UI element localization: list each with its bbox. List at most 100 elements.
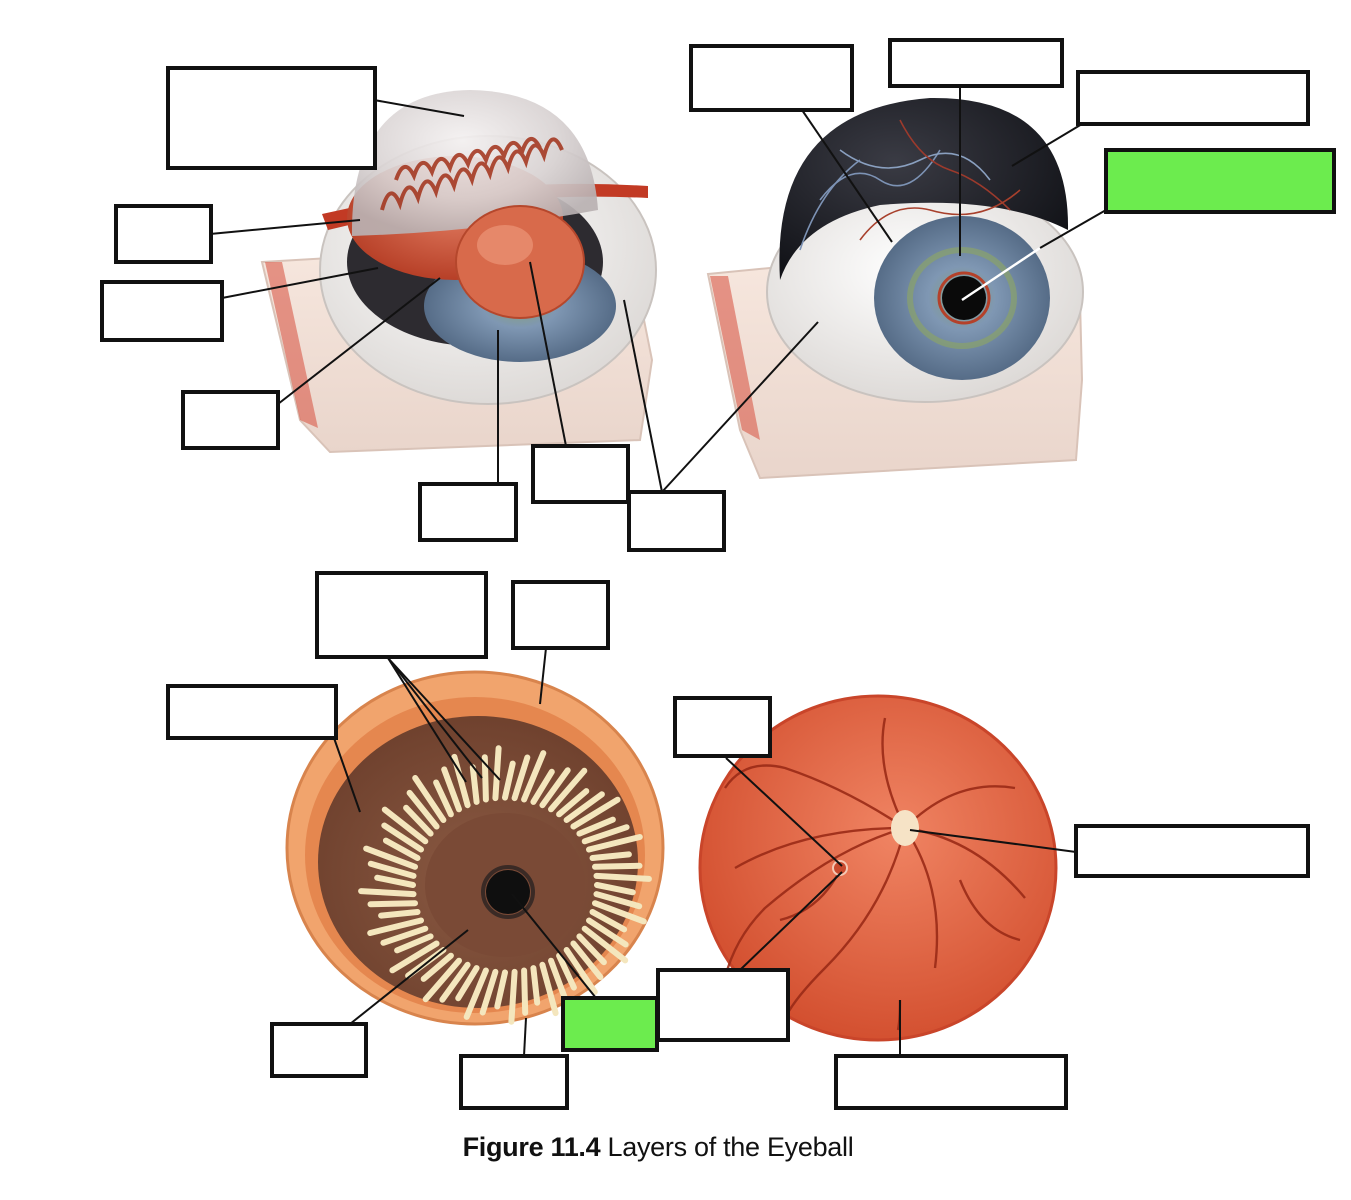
ciliary-process (494, 969, 508, 1010)
sectioned-eyeball-model (260, 90, 657, 454)
ciliary-process (576, 816, 616, 837)
ciliary-process (367, 900, 418, 908)
ciliary-process (592, 862, 643, 870)
label-box-b1[interactable] (689, 44, 854, 112)
dark-eyeball-globe (779, 97, 1069, 281)
label-box-a6[interactable] (531, 444, 630, 504)
iris-ring (907, 247, 1017, 349)
ciliary-process (367, 917, 424, 936)
ciliary-process (439, 961, 471, 1003)
ciliary-process (363, 845, 418, 870)
ciliary-process (576, 933, 607, 966)
ciliary-process (382, 837, 421, 861)
ciliary-process (581, 824, 630, 845)
ciliary-process (367, 860, 417, 879)
ciliary-process (463, 967, 489, 1020)
ciliary-process (593, 891, 643, 910)
pupil-back-rim (481, 865, 535, 919)
ciliary-process (433, 779, 454, 818)
ciliary-process (581, 925, 629, 964)
label-box-c4[interactable] (270, 1022, 368, 1078)
label-box-a5[interactable] (418, 482, 518, 542)
ciliary-process (374, 874, 416, 888)
vitreous-dome (351, 90, 598, 236)
ciliary-process (381, 822, 424, 853)
ciliary-process (451, 753, 471, 809)
label-box-a7[interactable] (627, 490, 726, 552)
label-box-a3[interactable] (100, 280, 224, 342)
ciliary-process (593, 872, 652, 882)
ciliary-process (556, 952, 577, 991)
label-box-c5[interactable] (459, 1054, 569, 1110)
label-box-b3[interactable] (1076, 70, 1310, 126)
ciliary-process (521, 750, 547, 803)
ciliary-process (539, 767, 571, 809)
label-box-c2[interactable] (511, 580, 610, 650)
ciliary-process (378, 909, 421, 919)
ciliary-process (441, 766, 462, 813)
label-box-a2[interactable] (114, 204, 213, 264)
ciliary-process (570, 796, 621, 830)
figure-caption: Figure 11.4 Layers of the Eyeball (0, 1132, 1316, 1163)
ciliary-folds (380, 137, 564, 211)
label-box-b4[interactable] (1104, 148, 1336, 214)
label-box-c3[interactable] (166, 684, 338, 740)
label-box-b2[interactable] (888, 38, 1064, 88)
ciliary-processes (358, 745, 652, 1025)
ciliary-process (563, 947, 598, 995)
leader-lines (209, 86, 1107, 1057)
figure-title: Layers of the Eyeball (607, 1132, 854, 1162)
ciliary-process (381, 806, 429, 845)
ciliary-process (422, 957, 462, 1003)
ciliary-process (530, 965, 541, 1006)
lens-highlight (477, 225, 533, 265)
ciliary-process (592, 900, 647, 925)
ciliary-process (420, 952, 454, 982)
ciliary-process (380, 925, 429, 946)
ciliary-process (403, 804, 434, 837)
ciliary-process (548, 957, 569, 1004)
label-box-d1[interactable] (673, 696, 772, 758)
optic-disc (891, 810, 919, 846)
ciliary-process (511, 754, 531, 802)
label-box-d2[interactable] (656, 968, 790, 1042)
ciliary-process (508, 968, 518, 1025)
external-eyeball-model (706, 97, 1084, 480)
ciliary-process (556, 788, 590, 818)
label-box-a4[interactable] (181, 390, 280, 450)
lens (455, 205, 585, 319)
ciliary-process (589, 851, 632, 861)
ciliary-process (406, 789, 440, 830)
anterior-half-posterior-view (285, 670, 665, 1026)
ciliary-process (492, 745, 502, 802)
label-box-a1[interactable] (166, 66, 377, 170)
ciliary-process (412, 775, 447, 823)
ciliary-process (586, 917, 629, 948)
ciliary-process (548, 767, 588, 813)
surface-vessels (799, 119, 1021, 251)
ciliary-process (521, 967, 529, 1016)
ciliary-process (586, 834, 643, 853)
label-box-c1[interactable] (315, 571, 488, 659)
retina-bowl (698, 694, 1058, 1042)
ciliary-process (563, 791, 605, 823)
ciliary-process (589, 909, 628, 933)
ciliary-process (594, 882, 636, 896)
ciliary-process (389, 940, 440, 974)
ciliary-process (530, 768, 555, 805)
label-box-d3[interactable] (1074, 824, 1310, 878)
label-box-d4[interactable] (834, 1054, 1068, 1110)
label-boxes (100, 38, 1336, 1110)
pupil-rim (937, 271, 991, 325)
ciliary-process (455, 965, 480, 1002)
ciliary-process (502, 760, 516, 801)
ciliary-process (469, 764, 480, 805)
ciliary-process (479, 968, 499, 1016)
figure-number: Figure 11.4 (462, 1132, 601, 1162)
label-box-c6[interactable] (561, 996, 659, 1052)
ciliary-process (570, 940, 604, 981)
ciliary-process (358, 888, 417, 898)
ciliary-process (394, 933, 434, 954)
ciliary-process (539, 961, 559, 1017)
